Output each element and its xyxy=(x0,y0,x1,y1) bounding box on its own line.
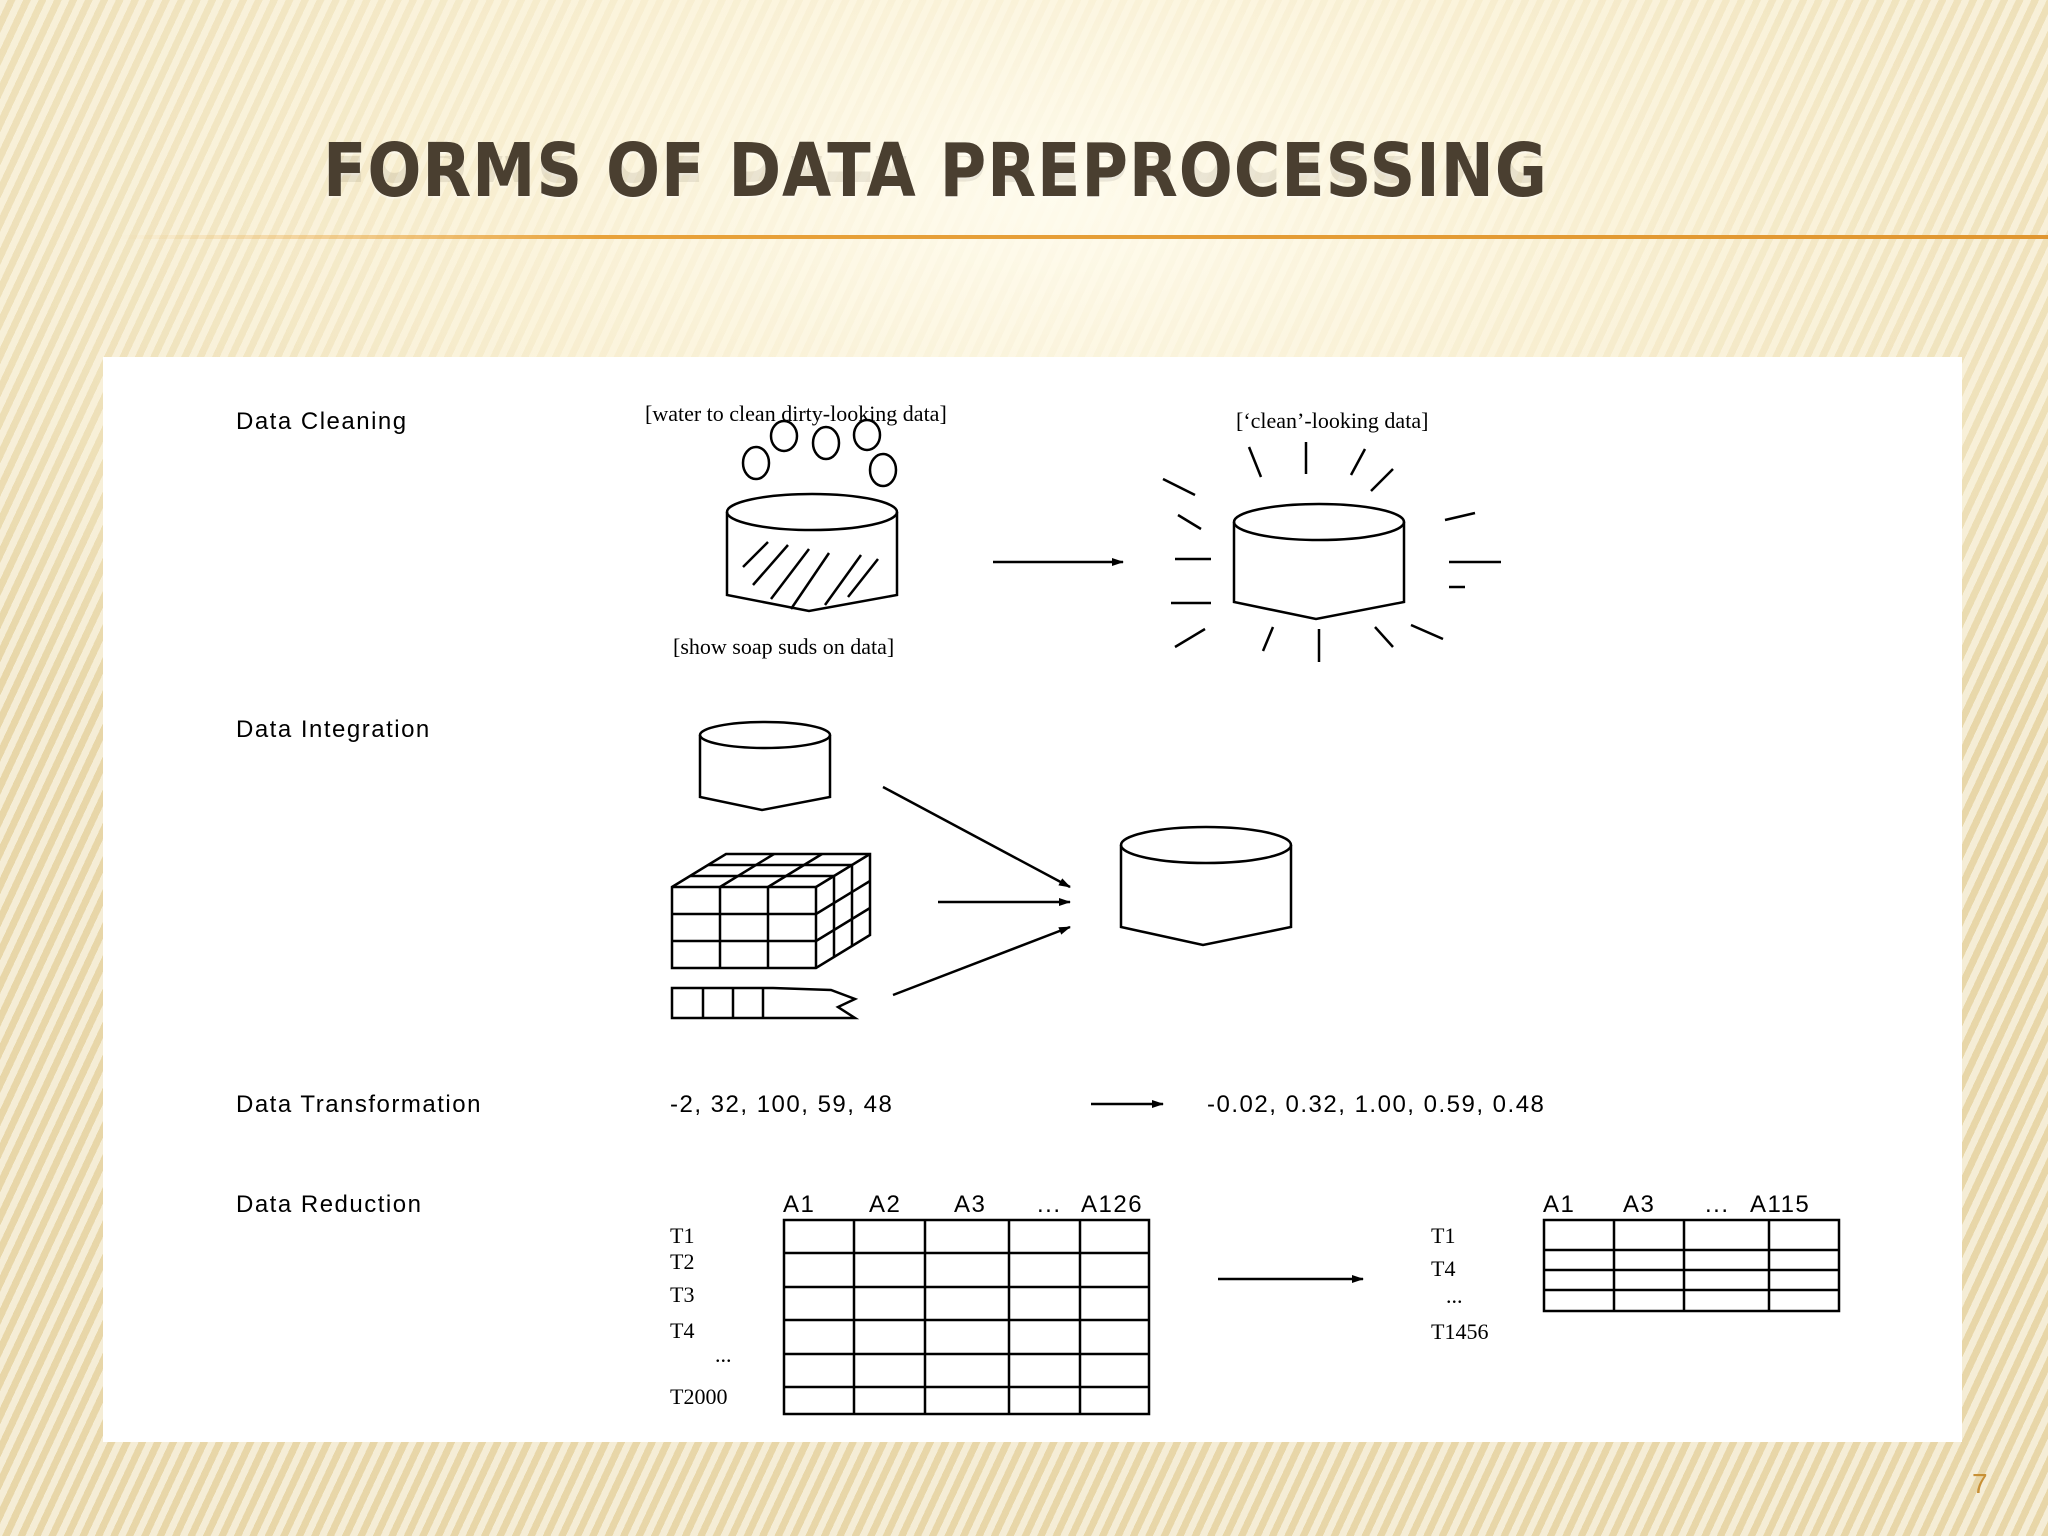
integration-arrows-icon xyxy=(882,785,1071,997)
left-column-header: A1 xyxy=(783,1191,815,1218)
left-row-label: T4 xyxy=(670,1318,694,1343)
transformation-output: -0.02, 0.32, 1.00, 0.59, 0.48 xyxy=(1207,1091,1545,1118)
transformation-input: -2, 32, 100, 59, 48 xyxy=(670,1091,893,1118)
full-table-grid xyxy=(782,1218,1151,1416)
right-column-header: A3 xyxy=(1623,1191,1655,1218)
flat-file-icon xyxy=(670,986,860,1020)
slide-title-reflection: FORMS OF DATA PREPROCESSING xyxy=(323,156,1548,196)
water-bubbles-icon xyxy=(741,418,898,488)
target-database-icon xyxy=(1119,825,1293,947)
reduced-table-grid xyxy=(1542,1218,1841,1313)
slide-title: FORMS OF DATA PREPROCESSING xyxy=(323,128,1548,214)
title-underline xyxy=(120,235,2048,239)
caption-water: [water to clean dirty-looking data] xyxy=(645,401,947,426)
section-label-cleaning: Data Cleaning xyxy=(236,408,408,435)
left-row-label: T1 xyxy=(670,1223,694,1248)
left-row-label: T3 xyxy=(670,1282,694,1307)
left-row-label: T2000 xyxy=(670,1384,727,1409)
right-row-label: ... xyxy=(1446,1283,1463,1308)
left-row-label: T2 xyxy=(670,1249,694,1274)
left-column-header: A126 xyxy=(1081,1191,1143,1218)
right-row-label: T1456 xyxy=(1431,1319,1488,1344)
right-column-header: ... xyxy=(1705,1191,1730,1218)
left-column-header: A3 xyxy=(954,1191,986,1218)
section-label-transformation: Data Transformation xyxy=(236,1091,482,1118)
left-column-header: ... xyxy=(1037,1191,1062,1218)
right-column-header: A115 xyxy=(1750,1191,1810,1218)
full-table: A1 A2 A3 ... A126 T1 T2 T3 T4 ... T2000 xyxy=(670,1191,1151,1416)
preprocessing-diagram: Data Cleaning Data Integration Data Tran… xyxy=(103,357,1962,1442)
section-label-integration: Data Integration xyxy=(236,716,431,743)
left-row-label: ... xyxy=(715,1342,732,1367)
caption-clean: [‘clean’-looking data] xyxy=(1236,408,1428,433)
section-label-reduction: Data Reduction xyxy=(236,1191,422,1218)
source-database-icon xyxy=(698,720,832,812)
right-row-label: T1 xyxy=(1431,1223,1455,1248)
data-cube-icon xyxy=(670,852,872,970)
right-column-header: A1 xyxy=(1543,1191,1575,1218)
caption-soap: [show soap suds on data] xyxy=(673,634,894,659)
shine-rays-icon xyxy=(1162,442,1501,662)
right-row-label: T4 xyxy=(1431,1256,1455,1281)
dirty-database-icon xyxy=(725,492,899,613)
left-column-header: A2 xyxy=(869,1191,901,1218)
clean-database-icon xyxy=(1232,502,1406,621)
page-number: 7 xyxy=(1972,1468,1988,1499)
reduced-table: A1 A3 ... A115 T1 T4 ... T1456 xyxy=(1431,1191,1841,1344)
